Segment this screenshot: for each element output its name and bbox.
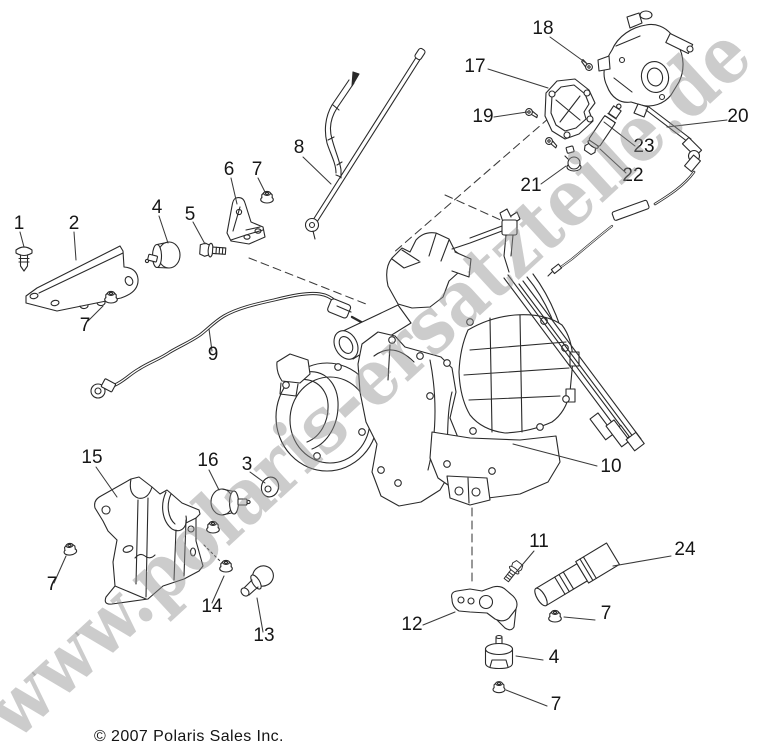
part-skid-bracket [94,476,204,605]
callout-11: 11 [529,531,549,552]
callout-7c: 7 [47,574,58,595]
part-rubber-mount-bottom [484,634,514,670]
part-throttle-body [597,10,694,118]
part-wire-harness [90,291,365,399]
callout-12: 12 [401,614,422,635]
part-cover-bracket [544,78,596,140]
callout-22: 22 [622,165,643,186]
callout-7b: 7 [80,315,91,336]
callout-7a: 7 [252,159,263,180]
bolt-5 [198,242,227,259]
part-spacer-sleeve [534,542,620,607]
part-sensor [564,145,582,172]
callout-6: 6 [224,159,235,180]
callout-labels: 1 2 4 5 6 7 8 18 17 19 23 22 21 20 7 9 1… [14,18,749,715]
part-rubber-mount-top [144,241,181,269]
screw-18 [578,59,595,73]
callout-24: 24 [674,539,696,560]
leader-lines [19,36,728,707]
callout-1: 1 [14,213,25,234]
screw-19a [524,107,540,119]
callout-8: 8 [294,137,305,158]
part-engine-bracket [451,585,518,631]
callout-19: 19 [472,106,493,127]
part-bumper [240,565,274,597]
callout-16: 16 [197,450,218,471]
assembly-dashed-lines [203,117,550,587]
part-rod [304,47,426,240]
engine-bolts [282,317,570,487]
callout-7e: 7 [551,694,562,715]
callout-23: 23 [633,136,654,157]
part-washer [260,476,280,498]
callout-4b: 4 [549,647,560,668]
nut-7-top [260,190,274,204]
part-oil-tube [324,71,360,179]
callout-9: 9 [208,344,219,365]
nut-7-bottom-left [62,542,78,557]
callout-17: 17 [464,56,485,77]
watermark-text: www.polaris-ersatzteile.de [0,9,768,749]
part-vent-tubes [503,274,645,452]
part-mount-plate [25,245,139,312]
copyright-text: © 2007 Polaris Sales Inc. [94,728,284,745]
callout-13: 13 [253,625,274,646]
part-rivet [15,246,33,272]
callout-14: 14 [201,596,223,617]
callout-7d: 7 [601,603,612,624]
part-throttle-cable [547,106,703,277]
nut-7-bottom [492,681,506,694]
callout-20: 20 [727,106,748,127]
callout-5: 5 [185,204,196,225]
callout-3: 3 [242,454,253,475]
callout-15: 15 [81,447,102,468]
callout-4a: 4 [152,197,163,218]
bolt-11 [501,558,525,585]
nut-7-bracket [548,609,562,623]
part-rubber-mount-left [210,488,251,516]
callout-10: 10 [600,456,621,477]
part-engine-assembly [275,208,580,507]
callout-18: 18 [532,18,553,39]
part-bracket-small [226,197,266,245]
callout-2: 2 [69,213,80,234]
part-damper [583,103,622,156]
callout-21: 21 [520,175,541,196]
